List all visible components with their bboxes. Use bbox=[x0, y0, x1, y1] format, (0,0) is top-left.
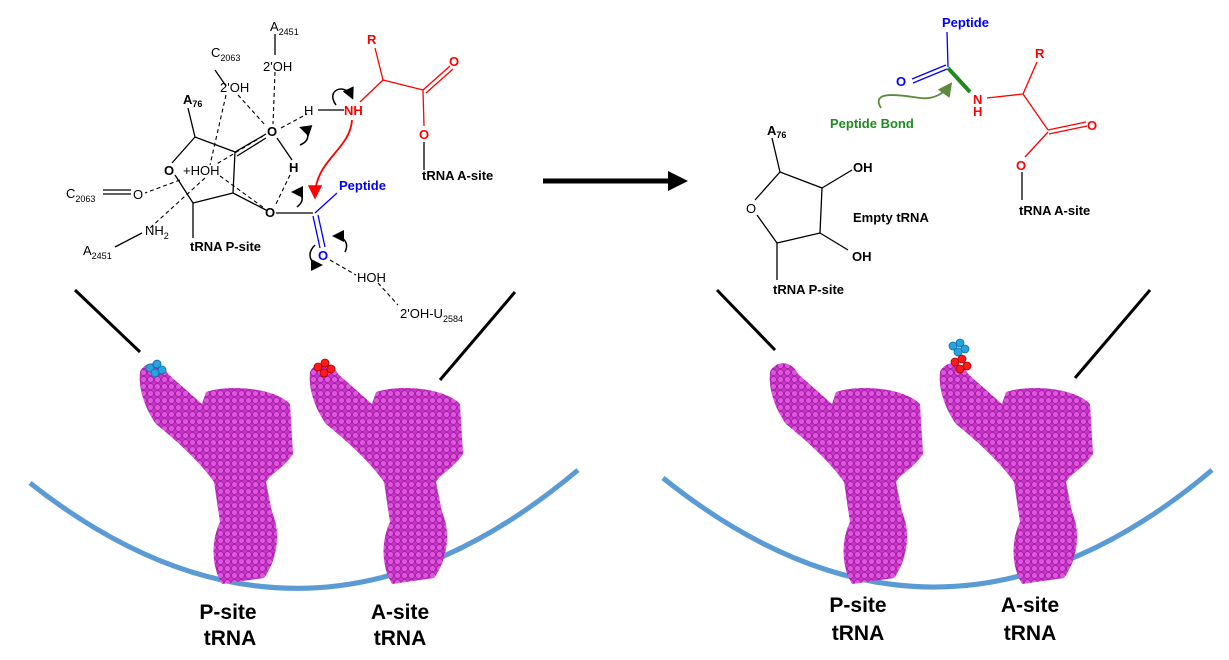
nh-label: NH bbox=[344, 103, 363, 118]
a76-label: A76 bbox=[767, 123, 786, 140]
oh-lower-label: OH bbox=[852, 249, 872, 264]
a-site-label-right: A-site bbox=[1001, 594, 1059, 617]
u2584-label: 2'OH-U2584 bbox=[400, 306, 463, 324]
a2451-top-label: A2451 bbox=[270, 19, 299, 37]
trna-p-site-right bbox=[769, 363, 923, 584]
a76-label: A76 bbox=[183, 92, 202, 109]
right-product: Peptide O N H R O O tRNA A-site Peptide … bbox=[746, 15, 1097, 297]
ester-o-black-label: O bbox=[265, 205, 275, 220]
empty-trna-label: Empty tRNA bbox=[853, 210, 929, 225]
c2063-top-label: C2063 bbox=[211, 45, 240, 63]
2oh-mid-label: 2'OH bbox=[220, 80, 249, 95]
n-label: N bbox=[973, 92, 982, 107]
water-h-label: H bbox=[289, 160, 298, 175]
reaction-arrow-head bbox=[668, 171, 688, 191]
trna-p-site-label: tRNA P-site bbox=[190, 239, 261, 254]
r-group-label: R bbox=[367, 32, 377, 47]
ring-o-label: O bbox=[164, 163, 174, 178]
c2063-left-label: C2063 bbox=[66, 186, 95, 204]
trna-p-site-label: tRNA P-site bbox=[773, 282, 844, 297]
hoh-label: HOH bbox=[357, 270, 386, 285]
hoh-plus-label: +HOH bbox=[183, 163, 219, 178]
water-o-label: O bbox=[267, 124, 277, 139]
2oh-top-label: 2'OH bbox=[263, 59, 292, 74]
h-label: H bbox=[973, 104, 982, 119]
a-site-trna-label-left: tRNA bbox=[374, 627, 427, 650]
left-mechanism: A2451 2'OH C2063 2'OH A76 H NH R O O tRN… bbox=[66, 19, 493, 324]
peptide-bond bbox=[946, 66, 972, 94]
p-site-trna-label-left: tRNA bbox=[204, 627, 257, 650]
site-labels: P-site tRNA A-site tRNA P-site tRNA A-si… bbox=[199, 594, 1059, 650]
p-site-label-right: P-site bbox=[829, 594, 886, 617]
trna-a-site-label: tRNA A-site bbox=[422, 168, 493, 183]
carbonyl-o-label: O bbox=[449, 54, 459, 69]
a-site-trna-label-right: tRNA bbox=[1004, 622, 1057, 645]
ribosome-arc-left bbox=[28, 468, 580, 591]
aminoacid-cap-red bbox=[313, 358, 336, 378]
ester-o-label: O bbox=[419, 127, 429, 142]
peptide-bond-arrow bbox=[877, 82, 953, 109]
c2063-o-label: O bbox=[133, 187, 143, 202]
peptide-cap-blue bbox=[948, 338, 970, 357]
aminoacid-cap-red bbox=[950, 354, 972, 374]
r-group-label: R bbox=[1035, 46, 1045, 61]
ester-o-label: O bbox=[1016, 158, 1026, 173]
a2451-left-label: A2451 bbox=[83, 243, 112, 261]
oh-upper-label: OH bbox=[853, 160, 873, 175]
peptide-label: Peptide bbox=[339, 178, 386, 193]
ring-o-label: O bbox=[746, 201, 756, 216]
carbonyl-o-blue-label: O bbox=[318, 248, 328, 263]
peptide-bond-label: Peptide Bond bbox=[830, 116, 914, 131]
ribosome-arc-right bbox=[661, 468, 1214, 590]
h-label: H bbox=[304, 103, 313, 118]
trna-a-site-label: tRNA A-site bbox=[1019, 203, 1090, 218]
a-site-label-left: A-site bbox=[371, 601, 429, 624]
nh2-label: NH2 bbox=[145, 223, 169, 241]
trna-a-site-right bbox=[939, 338, 1093, 584]
zoom-lines bbox=[73, 288, 1152, 381]
peptide-label: Peptide bbox=[942, 15, 989, 30]
trna-p-site-left bbox=[139, 359, 293, 584]
p-site-trna-label-right: tRNA bbox=[832, 622, 885, 645]
acid-o-label: O bbox=[1087, 118, 1097, 133]
carbonyl-o-label: O bbox=[896, 74, 906, 89]
trna-a-site-left bbox=[309, 358, 463, 584]
p-site-label-left: P-site bbox=[199, 601, 256, 624]
nucleophilic-attack-arrow bbox=[307, 119, 353, 200]
peptide-cap-blue bbox=[145, 359, 167, 378]
